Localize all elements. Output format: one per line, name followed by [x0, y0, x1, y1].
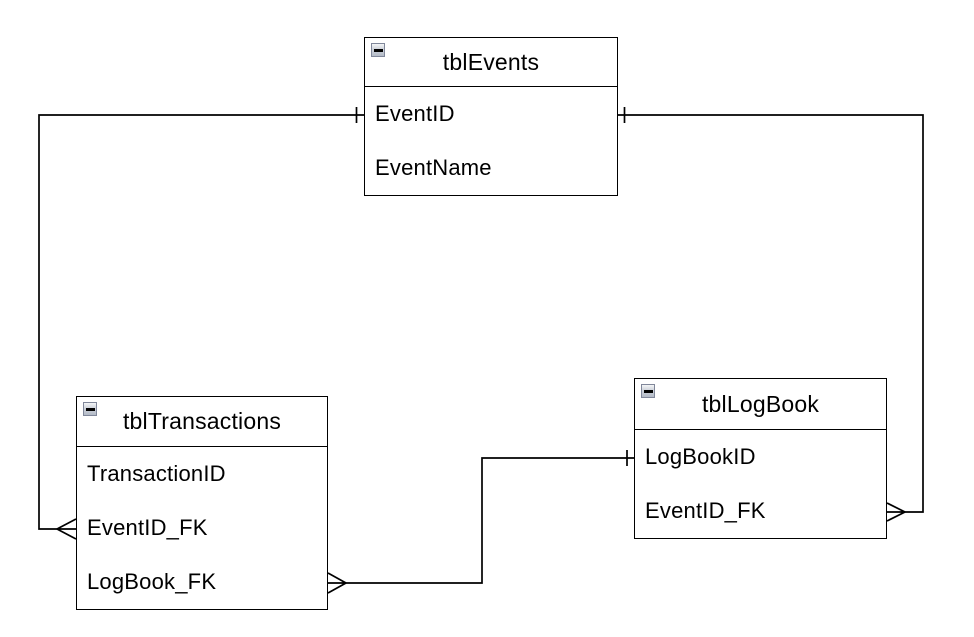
relationship-events-to-logbook[interactable] [618, 107, 924, 522]
table-header[interactable]: tblLogBook [635, 379, 886, 430]
minus-icon [373, 48, 383, 52]
table-tblLogBook[interactable]: tblLogBook LogBookID EventID_FK [634, 378, 887, 539]
table-tblEvents[interactable]: tblEvents EventID EventName [364, 37, 618, 196]
collapse-minus-button[interactable] [641, 384, 655, 398]
field-eventname[interactable]: EventName [375, 155, 492, 180]
table-header[interactable]: tblTransactions [77, 397, 327, 447]
table-header[interactable]: tblEvents [365, 38, 617, 87]
minus-icon [85, 407, 95, 411]
field-eventid-fk[interactable]: EventID_FK [87, 515, 208, 540]
relationship-logbook-to-transactions[interactable] [327, 450, 634, 594]
relationship-events-to-transactions[interactable] [38, 107, 364, 540]
field-logbookid[interactable]: LogBookID [645, 444, 756, 469]
relationship-line[interactable] [38, 114, 364, 530]
field-logbook-fk[interactable]: LogBook_FK [87, 569, 217, 594]
crow-foot-many-icon [886, 502, 906, 522]
table-title: tblLogBook [701, 390, 820, 417]
table-title: tblEvents [442, 48, 540, 75]
relationship-line[interactable] [346, 457, 634, 584]
crow-foot-many-icon [327, 572, 347, 594]
crow-foot-many-icon [56, 518, 77, 540]
minus-icon [643, 389, 653, 393]
collapse-minus-button[interactable] [371, 43, 385, 57]
table-title: tblTransactions [122, 408, 282, 434]
collapse-minus-button[interactable] [83, 402, 97, 416]
field-transactionid[interactable]: TransactionID [87, 461, 226, 486]
table-tblTransactions[interactable]: tblTransactions TransactionID EventID_FK… [76, 396, 328, 610]
relationship-line[interactable] [618, 114, 924, 513]
field-eventid[interactable]: EventID [375, 101, 455, 126]
field-eventid-fk[interactable]: EventID_FK [645, 498, 766, 523]
